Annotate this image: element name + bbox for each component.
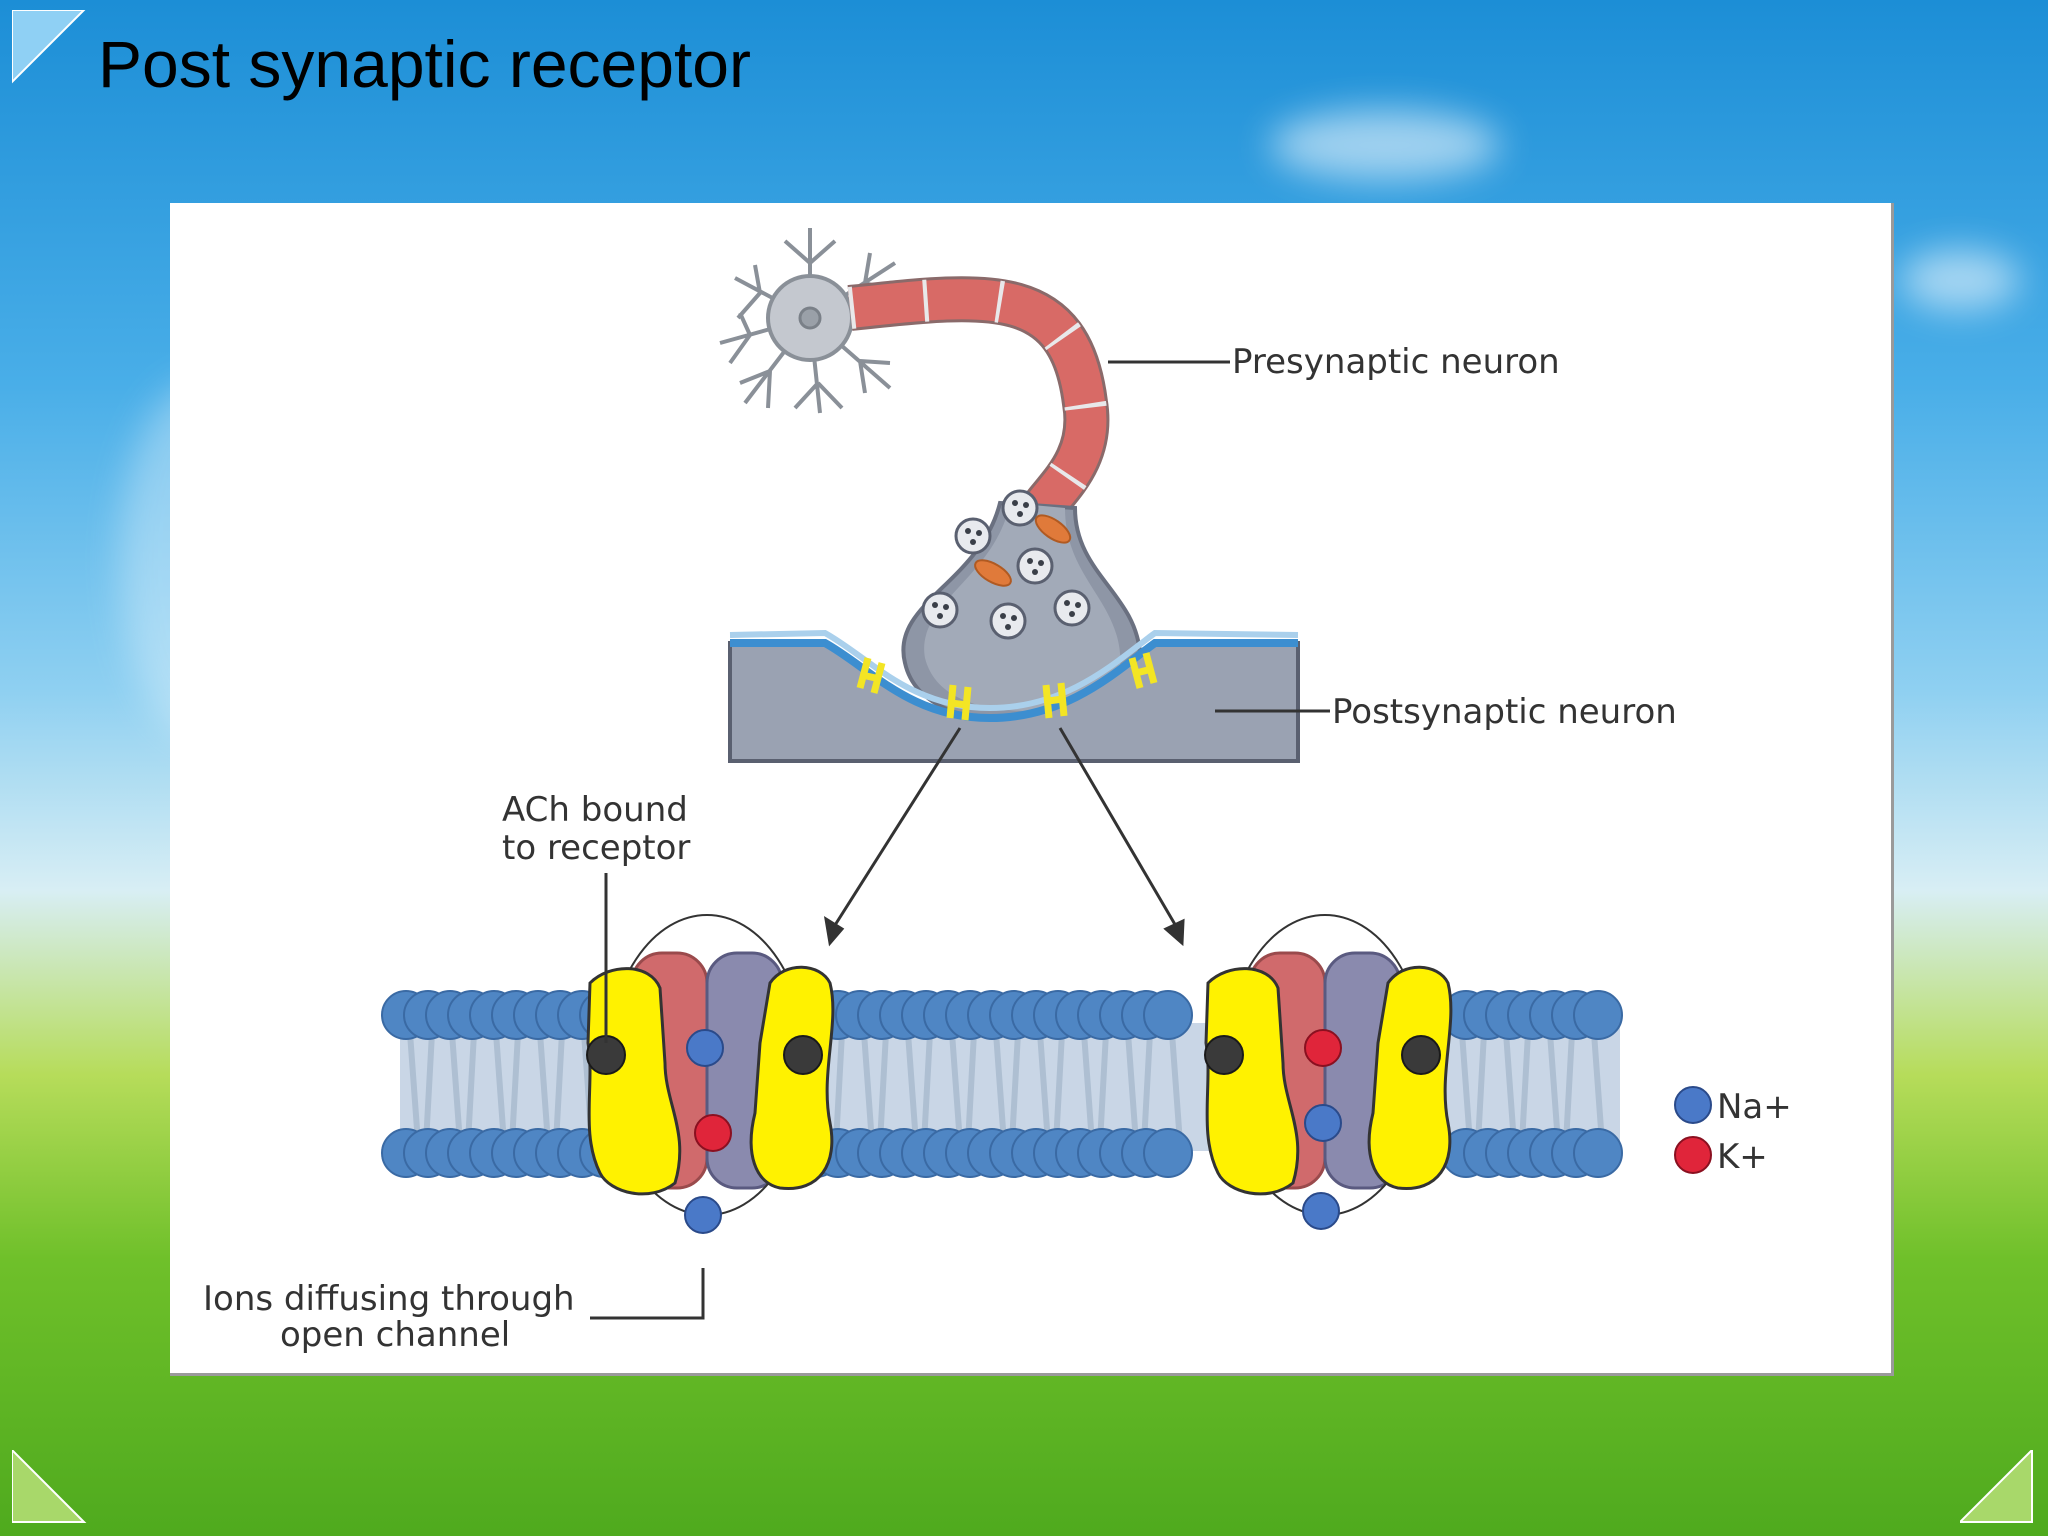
phospholipid-head bbox=[1573, 1128, 1623, 1178]
phospholipid-head bbox=[1573, 990, 1623, 1040]
postsynaptic-neuron-block bbox=[728, 629, 1300, 763]
sky-cloud bbox=[1270, 110, 1500, 180]
sky-cloud bbox=[1900, 250, 2020, 310]
axon-terminal bbox=[901, 489, 1143, 726]
corner-triangle-bottom-right bbox=[1960, 1450, 2033, 1523]
corner-triangle-bottom-left bbox=[12, 1450, 87, 1523]
phospholipid-head bbox=[1143, 990, 1193, 1040]
phospholipid-head bbox=[1143, 1128, 1193, 1178]
label-postsynaptic-neuron: Postsynaptic neuron bbox=[1332, 692, 1677, 732]
ach-receptor-channel-right bbox=[1204, 914, 1453, 1230]
label-ions-line2: open channel bbox=[280, 1315, 510, 1355]
ion-legend: Na+ K+ bbox=[1674, 1086, 1792, 1177]
mitochondria bbox=[974, 514, 1072, 587]
label-ach-line2: to receptor bbox=[502, 828, 690, 868]
corner-triangle-top-left bbox=[12, 10, 86, 84]
ach-receptor-channel-left bbox=[586, 914, 835, 1234]
synapse-diagram: Presynaptic neuron Postsynaptic neuron A… bbox=[203, 228, 1792, 1355]
axon bbox=[847, 276, 1110, 525]
synapse-figure: Presynaptic neuron Postsynaptic neuron A… bbox=[170, 203, 1894, 1376]
slide-title: Post synaptic receptor bbox=[98, 27, 751, 101]
zoom-arrows bbox=[823, 727, 1185, 947]
label-ach-line1: ACh bound bbox=[502, 790, 688, 830]
ions-leader-line bbox=[590, 1268, 705, 1320]
label-ions-line1: Ions diffusing through bbox=[203, 1279, 575, 1319]
legend-sodium-label: Na+ bbox=[1717, 1087, 1792, 1127]
legend-potassium-label: K+ bbox=[1717, 1137, 1768, 1177]
potassium-ion-icon bbox=[1674, 1136, 1712, 1174]
neuron-cell-body-icon bbox=[719, 228, 901, 414]
synaptic-vesicles bbox=[921, 489, 1091, 640]
sodium-ion-icon bbox=[1674, 1086, 1712, 1124]
label-presynaptic-neuron: Presynaptic neuron bbox=[1232, 342, 1560, 382]
receptor-sites bbox=[856, 652, 1158, 721]
